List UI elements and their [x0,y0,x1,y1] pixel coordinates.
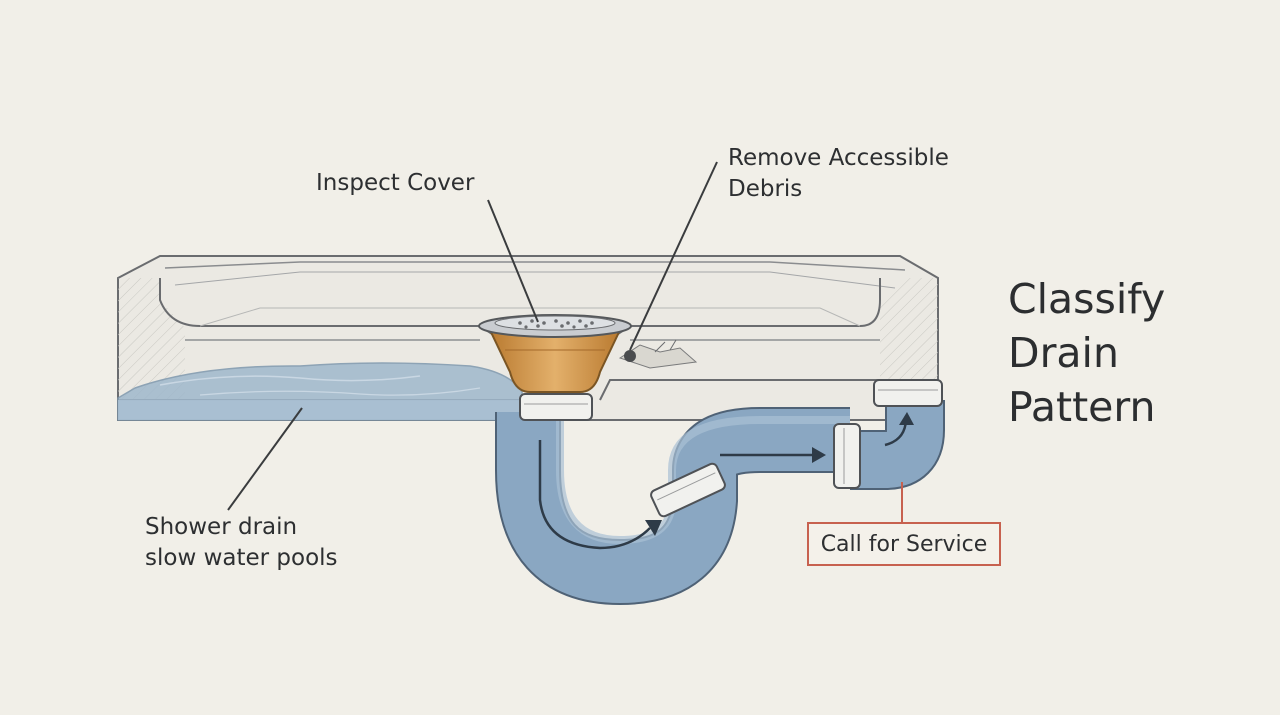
leader-inspect-cover [487,199,539,323]
leader-remove-debris [629,161,718,351]
pipe-coupling-middle [650,462,726,518]
p-trap-pipe [495,400,945,606]
slow-drain-line2: slow water pools [145,545,338,571]
debris [618,339,698,369]
pipe-coupling-right [833,423,861,489]
leader-slow-drain [227,407,303,511]
call-for-service-box: Call for Service [807,522,1001,566]
pipe-coupling-top [519,393,593,421]
drain-cover [478,314,632,338]
remove-debris-line2: Debris [728,176,803,202]
diagram-title: Classify Drain Pattern [1008,272,1165,434]
title-line-2: Drain [1008,329,1119,377]
title-line-1: Classify [1008,275,1166,323]
slow-drain-label: Shower drain slow water pools [145,512,338,574]
remove-debris-line1: Remove Accessible [728,145,949,171]
call-for-service-text: Call for Service [820,531,988,557]
slow-drain-line1: Shower drain [145,514,298,540]
inspect-cover-text: Inspect Cover [316,170,475,196]
drain-body [488,329,622,393]
title-line-3: Pattern [1008,383,1156,431]
pooled-water [117,362,523,421]
remove-debris-label: Remove Accessible Debris [728,143,949,205]
pipe-coupling-outlet [873,379,943,407]
inspect-cover-label: Inspect Cover [316,168,474,199]
